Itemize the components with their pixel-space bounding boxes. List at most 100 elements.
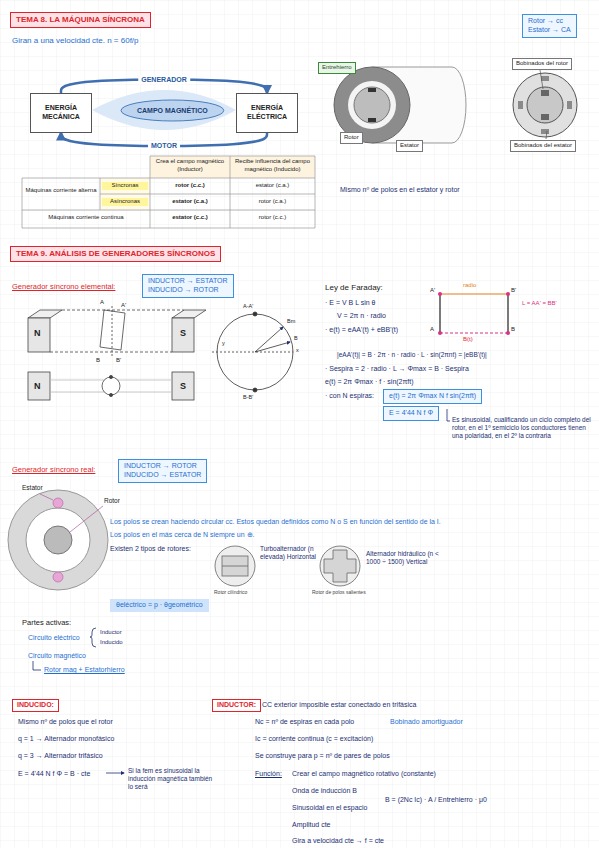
brackets [106,773,124,774]
energy-box: ENERGÍA MECÁNICA [30,93,92,133]
note-text: E = 4'44 N f Φ = B · cte [18,770,90,779]
rotor-icons [324,550,356,582]
comparison-table [100,194,315,195]
node-text: Bobinados del estator [514,142,572,150]
figure-label: radio [463,282,476,290]
machine-figure [541,114,549,120]
section-heading: Generador síncrono real: [12,465,95,474]
highlight-box: θeléctrico = p · θgeométrico [110,599,209,612]
coil-figure [438,331,442,335]
table-cell: rotor (c.a.) [230,198,315,206]
real-generator-figure [40,494,53,500]
real-generator-figure [53,572,63,582]
heading-box: TEMA 9. ANÁLISIS DE GENERADORES SÍNCRONO… [10,246,221,262]
coil-figure [506,292,510,296]
comparison-table [22,178,23,228]
node-text: INDUCIDO → ESTATOR [124,471,201,480]
note-text: Ic = corriente continua (c = excitación) [255,735,373,744]
table-cell: estator (c.c.) [150,214,230,222]
note-text: Circuito magnético [28,652,86,661]
figure-label: y [222,340,225,347]
phasor-circle [253,388,257,392]
phasor-circle [255,342,290,352]
note-text: Inducido [100,639,123,647]
coil-figure [440,332,508,333]
brackets [90,628,96,647]
note-text: N [34,328,41,339]
note-text: Bobinado amortiguador [390,718,463,727]
node-text: INDUCIDO → ROTOR [148,286,228,295]
figure-label: A' [430,287,435,295]
note-text: Giran a una velocidad cte. n = 60f/p [12,36,139,46]
note-text: Se construye para p = nº de pares de pol… [255,752,390,761]
figure-label: Rotor [104,497,120,505]
real-generator-figure [44,526,72,554]
note-text: N [34,381,41,392]
node-text: Bobinados del rotor [516,60,568,68]
note-text: Función: [255,770,282,779]
figure-tag: Bobinados del rotor [512,58,572,70]
note-text: Sinusoidal en el espacio [292,804,368,813]
node-text: TEMA 8. LA MÁQUINA SÍNCRONA [16,15,145,25]
comparison-table [150,156,315,178]
elementary-generator-figure [109,393,112,396]
elementary-generator-figure [28,306,206,400]
note-text: S [180,328,186,339]
elementary-generator-figure [100,310,125,350]
comparison-table [100,178,101,210]
note-text: Partes activas: [22,618,71,627]
node-text: Estator → CA [528,26,571,35]
machine-figure [540,70,543,89]
elementary-generator-figure [28,372,50,400]
machine-figure [513,73,577,137]
machine-figure [368,88,376,92]
figure-label: Estator [22,484,43,492]
figure-tag: Rotor [340,132,363,144]
node-text: ENERGÍA ELÉCTRICA [241,104,293,122]
table-cell: Síncronas [102,182,148,190]
comparison-table [150,156,315,157]
note-text: |eAA'(t)| = B · 2π · n · radio · L · sin… [337,351,487,359]
figure-label: x [296,347,299,354]
figure-label: B(t) [463,336,473,344]
note-text: Crear el campo magnético rotativo (const… [292,770,436,779]
node-text: Estator [400,142,419,150]
field-ellipse: CAMPO MAGNÉTICO [120,99,225,122]
node-text: ENERGÍA MECÁNICA [35,104,87,122]
phasor-circle [212,352,293,353]
note-text: · Sespira = 2 · radio · L → Φmax = B · S… [325,365,469,374]
table-cell: Asíncronas [102,198,148,206]
note-text: q = 1 → Alternador monofásico [18,735,114,744]
figure-label: L = AA' = BB' [522,300,567,308]
rotor-icons [222,566,248,567]
section-heading: Generador síncrono elemental: [12,282,115,291]
machine-figure [518,101,523,109]
rotor-icons [215,546,360,586]
comparison-table [22,210,315,211]
node-text: Rotor [344,134,359,142]
elementary-generator-figure [28,318,50,352]
node-text: INDUCTOR → ROTOR [124,462,201,471]
coil-figure [440,293,508,294]
table-cell: rotor (c.c.) [230,214,315,222]
note-text: Los polos en el más cerca de N siempre u… [110,531,255,540]
table-cell: Crea el campo magnético (Inductor) [150,158,230,173]
elementary-generator-figure [172,310,206,318]
node-text: CAMPO MAGNÉTICO [120,107,225,116]
machine-figure [541,76,549,81]
note-text: Mismo nº de polos en el estator y rotor [340,186,460,195]
figure-label: B [96,357,100,365]
elementary-generator-figure [109,375,112,378]
heading-box: TEMA 8. LA MÁQUINA SÍNCRONA [10,12,151,28]
note-box: INDUCTOR → ROTORINDUCIDO → ESTATOR [118,459,207,483]
comparison-table [22,156,315,228]
figure-tag: Entrehierro [318,62,356,74]
figure-label: Bm [287,318,295,325]
equation-box: E = 4'44 N f Φ [383,406,439,421]
comparison-table [315,156,316,228]
coil-figure [447,409,450,421]
node-text: INDUCTOR → ESTATOR [148,277,228,286]
note-text: Ley de Faraday: [325,283,383,293]
machine-figure [541,90,549,96]
